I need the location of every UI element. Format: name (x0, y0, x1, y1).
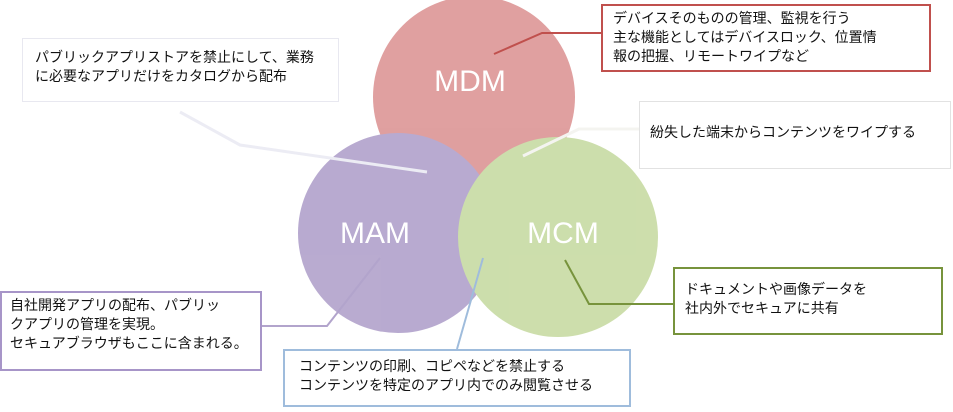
mam-callout-line-3: セキュアブラウザもここに含まれる。 (10, 336, 248, 352)
app-store-callout-box: パブリックアプリストアを禁止にして、業務 に必要なアプリだけをカタログから配布 (22, 38, 339, 102)
mcm-callout-line-1: ドキュメントや画像データを (685, 282, 867, 298)
connector-mam (262, 257, 381, 327)
mdm-label: MDM (434, 65, 506, 98)
connector-mcm (564, 259, 673, 305)
mcm-callout-line-2: 社内外でセキュアに共有 (685, 301, 839, 317)
mam-callout-line-1: 自社開発アプリの配布、パブリッ (10, 298, 220, 314)
mcm-label: MCM (527, 217, 599, 250)
mam-circle (298, 133, 498, 333)
mdm-callout-line-3: 報の把握、リモートワイプなど (613, 49, 809, 65)
mcm-callout-box: ドキュメントや画像データを 社内外でセキュアに共有 (673, 267, 943, 335)
connector-wipe (522, 127, 639, 158)
mdm-callout-box: デバイスそのものの管理、監視を行う 主な機能としてはデバイスロック、位置情 報の… (601, 4, 931, 72)
mcm-circle (458, 137, 658, 337)
copy-protection-callout-line-1: コンテンツの印刷、コピペなどを禁止する (299, 359, 565, 375)
copy-protection-callout-line-2: コンテンツを特定のアプリ内でのみ閲覧させる (299, 378, 593, 394)
wipe-callout-box: 紛失した端末からコンテンツをワイプする (639, 101, 951, 169)
connector-mdm (493, 32, 601, 55)
mdm-callout-line-1: デバイスそのものの管理、監視を行う (613, 11, 851, 27)
mam-label: MAM (340, 217, 410, 250)
mdm-callout-line-2: 主な機能としてはデバイスロック、位置情 (613, 30, 877, 46)
mam-callout-box: 自社開発アプリの配布、パブリッ クアプリの管理を実現。 セキュアブラウザもここに… (0, 291, 262, 371)
connector-store (179, 110, 428, 174)
mam-callout-line-2: クアプリの管理を実現。 (10, 317, 164, 333)
wipe-callout-line-1: 紛失した端末からコンテンツをワイプする (650, 125, 916, 141)
app-store-callout-line-2: に必要なアプリだけをカタログから配布 (35, 69, 287, 85)
app-store-callout-line-1: パブリックアプリストアを禁止にして、業務 (35, 50, 314, 66)
connector-copy (456, 257, 484, 350)
copy-protection-callout-box: コンテンツの印刷、コピペなどを禁止する コンテンツを特定のアプリ内でのみ閲覧させ… (283, 349, 631, 407)
circles-group (298, 0, 658, 337)
